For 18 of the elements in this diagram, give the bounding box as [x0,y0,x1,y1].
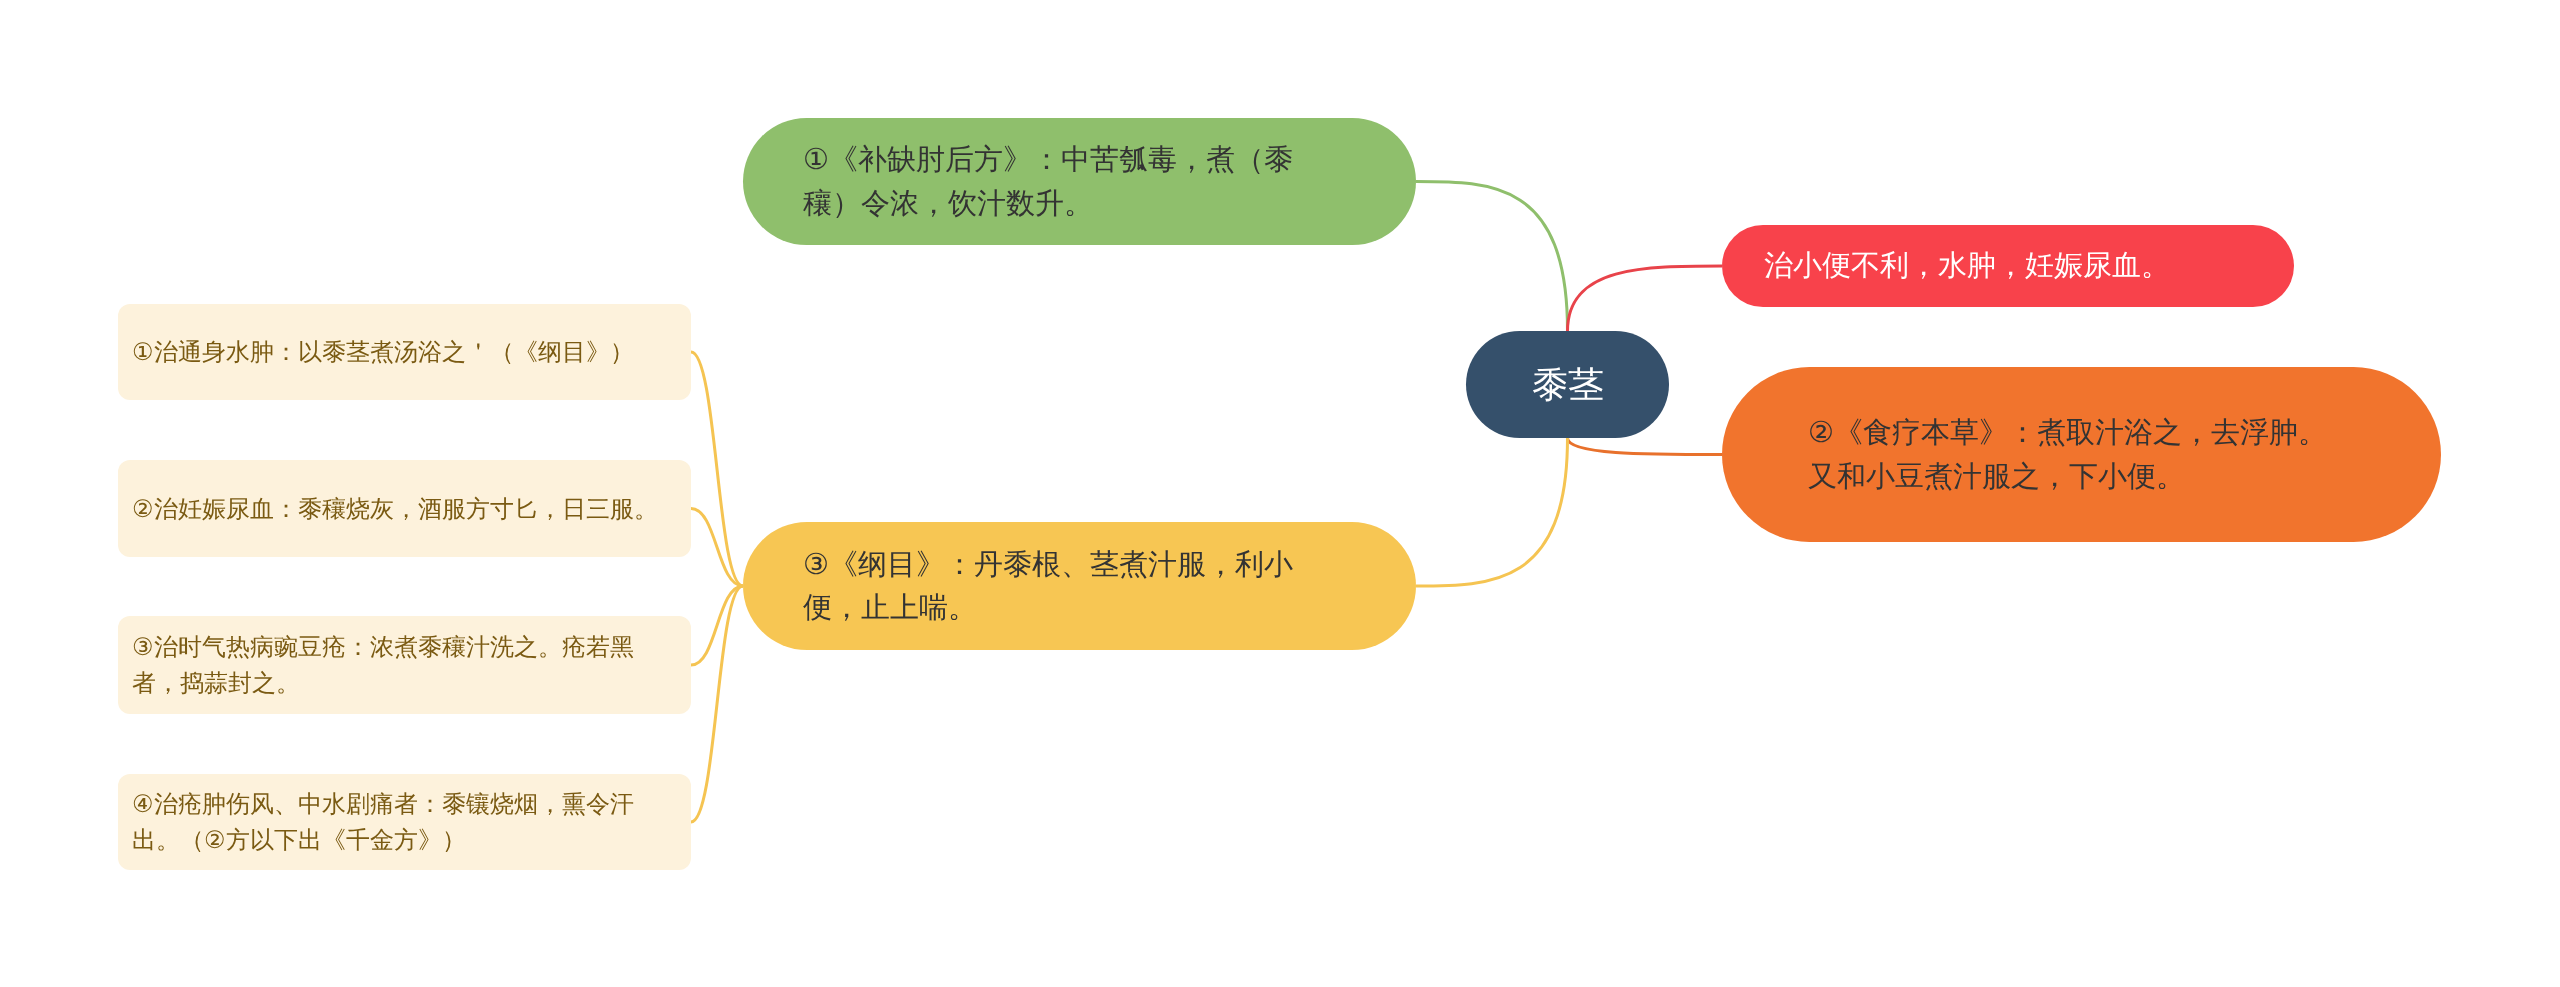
node-text: ②治妊娠尿血：黍穰烧灰，酒服方寸匕，日三服。 [132,493,658,525]
node-text: 黍茎 [1531,362,1604,407]
node-text: ①治通身水肿：以黍茎煮汤浴之＇（《纲目》） [132,337,634,368]
connector-line [1416,437,1569,588]
node-text: ①《补缺肘后方》：中苦瓠毒，煮（黍穰）令浓，饮汁数升。 [803,141,1294,222]
node-text: 治小便不利，水肿，妊娠尿血。 [1764,247,2170,285]
node-text: ③治时气热病豌豆疮：浓煮黍穰汁洗之。疮若黑者，捣蒜封之。 [132,632,635,699]
connector-line [690,507,744,588]
subtopic-node [118,304,691,400]
node-text: ④治疮肿伤风、中水剧痛者：黍镶烧烟，熏令汗出。（②方以下出《千金方》） [132,789,635,856]
subtopic-node [118,616,691,714]
connector-line [1566,264,1722,332]
node-text: ②《食疗本草》：煮取汁浴之，去浮肿。又和小豆煮汁服之，下小便。 [1808,414,2328,495]
connector-line [690,584,744,824]
node-text: ③《纲目》：丹黍根、茎煮汁服，利小便，止上喘。 [803,545,1294,626]
subtopic-node [118,460,691,557]
connector-line [1566,437,1722,456]
subtopic-node [118,774,691,870]
